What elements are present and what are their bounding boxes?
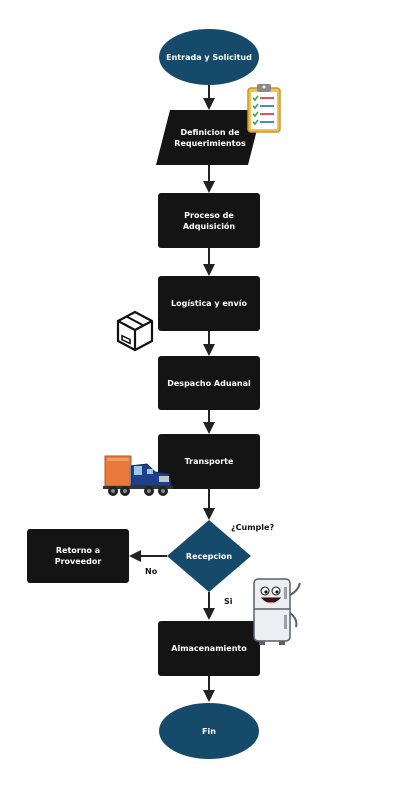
fridge-character-icon bbox=[253, 578, 301, 645]
start-node: Entrada y Solicitud bbox=[159, 29, 259, 85]
storage-node: Almacenamiento bbox=[158, 621, 260, 676]
transport-label: Transporte bbox=[184, 457, 234, 466]
question-label: ¿Cumple? bbox=[231, 523, 275, 532]
end-label: Fin bbox=[202, 726, 216, 736]
reception-node: Recepcion bbox=[174, 542, 244, 570]
clipboard-checklist-icon bbox=[247, 84, 281, 133]
start-label: Entrada y Solicitud bbox=[166, 52, 252, 62]
acquisition-node: Proceso de Adquisición bbox=[158, 193, 260, 248]
customs-node: Despacho Aduanal bbox=[158, 356, 260, 410]
no-label: No bbox=[145, 567, 158, 576]
requirements-node: Definicion de Requerimientos bbox=[168, 110, 252, 165]
semi-truck-icon bbox=[103, 455, 173, 496]
return-node: Retorno a Proveedor bbox=[27, 529, 129, 583]
customs-label: Despacho Aduanal bbox=[167, 378, 251, 388]
reception-label: Recepcion bbox=[185, 551, 233, 561]
transport-node: Transporte bbox=[158, 434, 260, 489]
requirements-shape bbox=[156, 110, 262, 165]
storage-label: Almacenamiento bbox=[171, 644, 247, 653]
logistics-label: Logística y envío bbox=[171, 299, 247, 308]
acquisition-label: Proceso de Adquisición bbox=[182, 210, 236, 231]
yes-label: Si bbox=[224, 597, 233, 606]
requirements-label: Definicion de Requerimientos bbox=[174, 127, 246, 148]
return-label: Retorno a Proveedor bbox=[54, 546, 102, 566]
end-node: Fin bbox=[159, 703, 259, 759]
reception-shape bbox=[167, 520, 251, 592]
logistics-node: Logística y envío bbox=[158, 276, 260, 331]
package-box-icon bbox=[116, 310, 154, 352]
